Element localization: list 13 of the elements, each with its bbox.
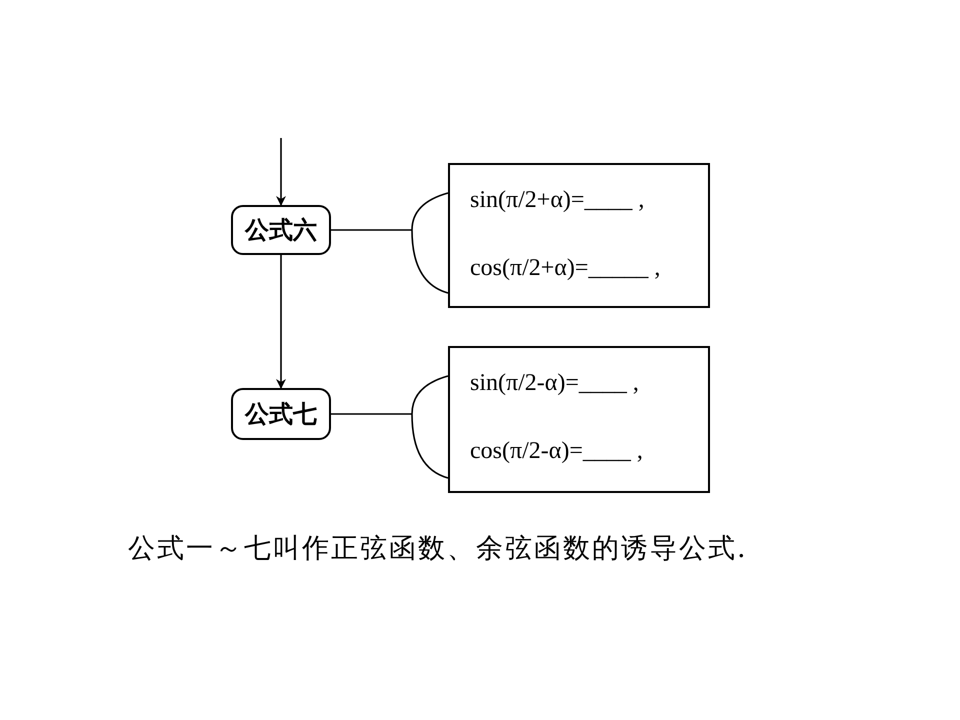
bracket-connector	[330, 192, 449, 294]
caption: 公式一～七叫作正弦函数、余弦函数的诱导公式.	[128, 532, 748, 566]
arrow	[276, 138, 286, 206]
formula-text: cos(π/2-α)=____ ,	[470, 438, 643, 465]
formula-text: cos(π/2+α)=_____ ,	[470, 255, 660, 282]
arrow	[276, 255, 286, 389]
formula-label-box: 公式六	[231, 205, 331, 255]
formula-text: sin(π/2-α)=____ ,	[470, 370, 639, 397]
bracket-connector	[330, 375, 449, 479]
formula-box	[448, 346, 710, 493]
formula-box	[448, 163, 710, 308]
formula-text: sin(π/2+α)=____ ,	[470, 187, 644, 214]
formula-label-box: 公式七	[231, 388, 331, 440]
